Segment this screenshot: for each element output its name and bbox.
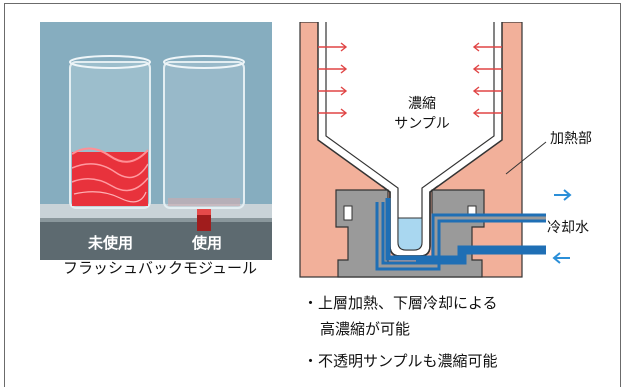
heat-arrows-left <box>318 42 348 118</box>
note-line-3: ・不透明サンプルも濃縮可能 <box>303 352 498 370</box>
flashback-module-photo: 未使用 使用 <box>40 22 272 260</box>
note-line-2: 高濃縮が可能 <box>320 320 411 338</box>
heat-arrows-right <box>472 42 502 118</box>
sample-label-line2: サンプル <box>394 116 450 132</box>
used-label: 使用 <box>192 234 223 252</box>
outer-frame <box>4 3 621 387</box>
tubes-illustration <box>40 22 272 260</box>
cooling-water-label: 冷却水 <box>547 220 589 236</box>
photo-caption: フラッシュバックモジュール <box>63 259 257 277</box>
heating-label: 加熱部 <box>550 131 592 147</box>
sample-label-line1: 濃縮 <box>408 96 436 112</box>
heating-leader-line <box>505 141 547 175</box>
concentration-diagram <box>299 22 572 278</box>
coolant-in-arrow <box>552 252 570 264</box>
note-line-1: ・上層加熱、下層冷却による <box>303 294 498 312</box>
unused-label: 未使用 <box>88 234 134 252</box>
sample-label: 濃縮 サンプル <box>384 94 460 134</box>
coolant-out-arrow <box>554 189 572 201</box>
